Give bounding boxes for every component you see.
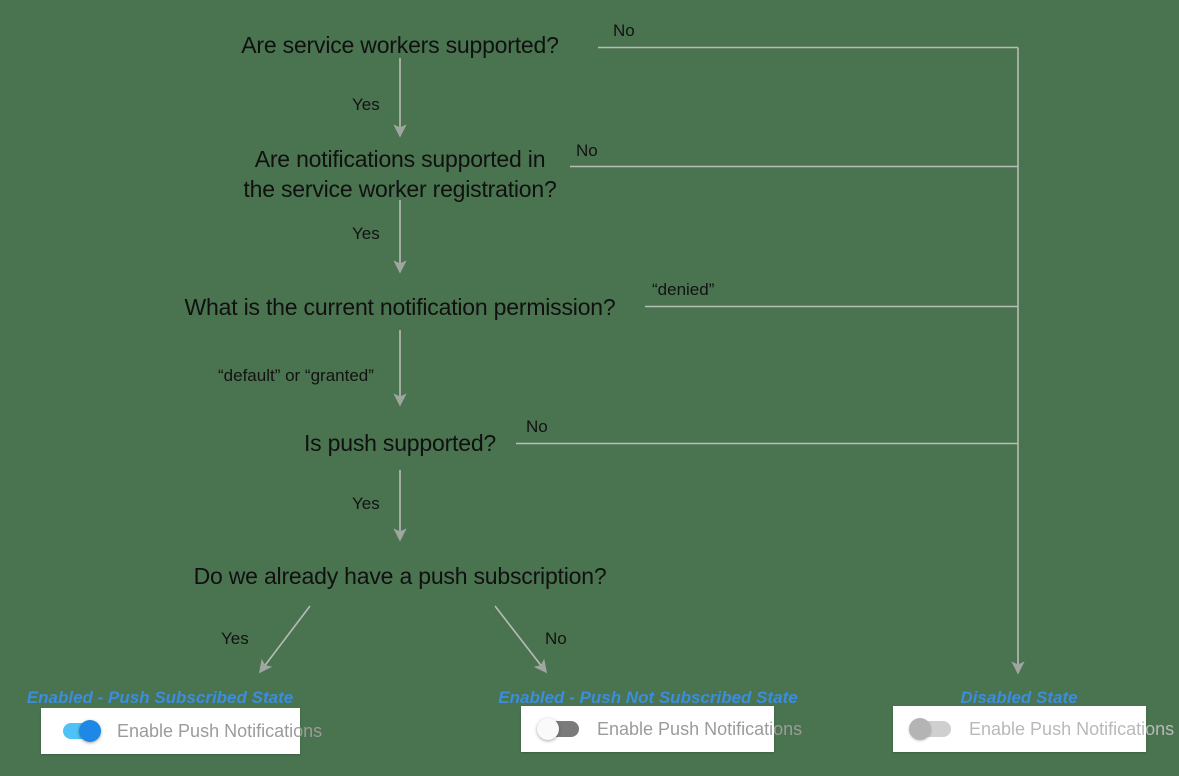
toggle-card-disabled[interactable]: Enable Push Notifications xyxy=(893,706,1174,752)
toggle-knob xyxy=(909,718,931,740)
toggle-card-push-subscribed[interactable]: Enable Push Notifications xyxy=(41,708,322,754)
toggle-knob xyxy=(79,720,101,742)
edge-label-service-workers-yes: Yes xyxy=(352,95,380,114)
state-label-push-subscribed: Enabled - Push Subscribed State xyxy=(26,688,294,707)
toggle-knob xyxy=(537,718,559,740)
push-toggle-on[interactable] xyxy=(57,720,103,742)
node-are-notifications-supported: Are notifications supported in the servi… xyxy=(0,144,800,204)
edge-label-subscription-no: No xyxy=(545,629,567,648)
toggle-label-disabled: Enable Push Notifications xyxy=(969,718,1175,739)
edge-sub-no xyxy=(494,605,548,674)
node-do-we-have-subscription: Do we already have a push subscription? xyxy=(193,563,607,589)
edge-label-service-workers-no: No xyxy=(613,21,635,40)
node-what-is-current-permission: What is the current notification permiss… xyxy=(184,294,616,320)
toggle-label-push-not-subscribed: Enable Push Notifications xyxy=(597,718,803,739)
edge-label-permission-denied: “denied” xyxy=(652,280,715,299)
state-label-push-not-subscribed: Enabled - Push Not Subscribed State xyxy=(498,688,798,707)
push-toggle-disabled xyxy=(909,718,955,740)
edge-sub-yes xyxy=(258,605,311,674)
toggle-card-push-not-subscribed[interactable]: Enable Push Notifications xyxy=(521,706,802,752)
edge-label-permission-default-granted: “default” or “granted” xyxy=(218,366,374,385)
edge-label-notifications-yes: Yes xyxy=(352,224,380,243)
node-is-push-supported: Is push supported? xyxy=(303,430,497,456)
edge-label-notifications-no: No xyxy=(576,141,598,160)
edge-label-subscription-yes: Yes xyxy=(221,629,249,648)
node-line-1: Are notifications supported in xyxy=(254,146,546,172)
node-are-service-workers-supported: Are service workers supported? xyxy=(241,32,559,58)
state-label-disabled: Disabled State xyxy=(960,688,1078,707)
node-line-2: the service worker registration? xyxy=(243,176,557,202)
edge-label-push-no: No xyxy=(526,417,548,436)
toggle-label-push-subscribed: Enable Push Notifications xyxy=(117,720,323,741)
edge-label-push-yes: Yes xyxy=(352,494,380,513)
push-toggle-off[interactable] xyxy=(537,718,583,740)
